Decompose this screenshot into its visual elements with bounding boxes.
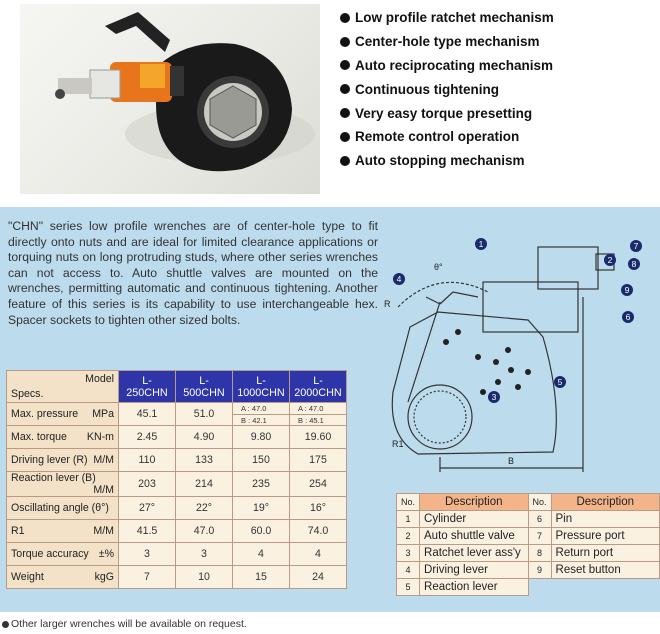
callout-number: 4	[397, 274, 402, 284]
spec-panel: "CHN" series low profile wrenches are of…	[0, 207, 660, 612]
top-section: Low profile ratchet mechanism Center-hol…	[0, 0, 660, 205]
table-row: 4 Driving lever 9 Reset button	[395, 561, 660, 579]
cylinder-outline	[482, 281, 579, 333]
table-row: 1 Cylinder 6 Pin	[395, 510, 660, 528]
series-description: "CHN" series low profile wrenches are of…	[8, 219, 378, 327]
callout-marker	[475, 238, 487, 250]
model-header: L-1000CHN	[232, 370, 290, 403]
description-header: Description	[550, 493, 660, 511]
feature-item: Very easy torque presetting	[340, 101, 660, 125]
center-hole-outline	[407, 384, 473, 450]
angle-label: θ°	[434, 262, 443, 272]
callouts: 1 2 3 4 5 6 7 8 9	[393, 238, 642, 403]
table-row: Reaction lever (B)M/M 203 214 235 254	[6, 471, 347, 497]
callout-number: 6	[626, 312, 631, 322]
driving-lever-outline	[439, 291, 479, 305]
bullet-icon	[2, 620, 9, 628]
table-row: Driving lever (R)M/M 110 133 150 175	[6, 448, 347, 472]
feature-item: Auto reciprocating mechanism	[340, 54, 660, 78]
callout-number: 8	[632, 259, 637, 269]
callout-number: 5	[558, 377, 563, 387]
footnote: Other larger wrenches will be available …	[2, 618, 247, 630]
callout-marker	[393, 273, 405, 285]
bullet-icon	[340, 60, 350, 71]
bullet-icon	[340, 36, 350, 47]
table-row: Torque accuracy±% 3 3 4 4	[6, 542, 347, 566]
table-row: 5 Reaction lever	[395, 578, 660, 596]
callout-marker	[604, 254, 616, 266]
reaction-lever-outline	[391, 311, 557, 455]
callout-number: 2	[608, 255, 613, 265]
callout-marker	[630, 240, 642, 252]
callout-marker	[628, 258, 640, 270]
model-header: L-2000CHN	[289, 370, 347, 403]
bullet-icon	[340, 84, 350, 95]
feature-list: Low profile ratchet mechanism Center-hol…	[340, 6, 660, 173]
callout-number: 3	[492, 392, 497, 402]
feature-item: Center-hole type mechanism	[340, 30, 660, 54]
table-row: Oscillating angle (θ°) 27° 22° 19° 16°	[6, 496, 347, 520]
radius-line	[407, 301, 441, 403]
bullet-icon	[340, 131, 350, 142]
callout-marker	[554, 376, 566, 388]
callout-marker	[621, 284, 633, 296]
table-row: 2 Auto shuttle valve 7 Pressure port	[395, 527, 660, 545]
callout-number: 1	[479, 239, 484, 249]
callout-marker	[622, 311, 634, 323]
spec-corner-cell: Model Specs.	[6, 370, 119, 403]
center-hole-inner	[413, 390, 467, 444]
swing-arc	[397, 281, 489, 308]
feature-item: Low profile ratchet mechanism	[340, 6, 660, 30]
model-header: L-250CHN	[118, 370, 176, 403]
table-row: 3 Ratchet lever ass'y 8 Return port	[395, 544, 660, 562]
product-photo	[20, 4, 320, 194]
description-header: Description	[419, 493, 529, 511]
bullet-icon	[340, 155, 350, 166]
spec-table: Model Specs. L-250CHN L-500CHN L-1000CHN…	[6, 370, 347, 589]
feature-item: Remote control operation	[340, 125, 660, 149]
callout-marker	[488, 391, 500, 403]
wrench-diagram: θ° R R1 B 1 2 3 4 5 6 7 8 9	[384, 238, 642, 472]
parts-table: No. Description No. Description 1 Cylind…	[395, 493, 660, 596]
bolt-holes	[443, 329, 531, 395]
valve-block-outline	[537, 246, 599, 290]
bullet-icon	[340, 12, 350, 23]
b-label: B	[508, 456, 514, 466]
callout-number: 7	[634, 241, 639, 251]
model-header: L-500CHN	[175, 370, 233, 403]
bullet-icon	[340, 108, 350, 119]
r1-label: R1	[392, 439, 404, 449]
feature-item: Continuous tightening	[340, 77, 660, 101]
angle-line	[425, 296, 441, 305]
r-label: R	[384, 299, 391, 309]
wrench-photo-illustration	[55, 12, 315, 172]
feature-item: Auto stopping mechanism	[340, 149, 660, 173]
callout-number: 9	[625, 285, 630, 295]
